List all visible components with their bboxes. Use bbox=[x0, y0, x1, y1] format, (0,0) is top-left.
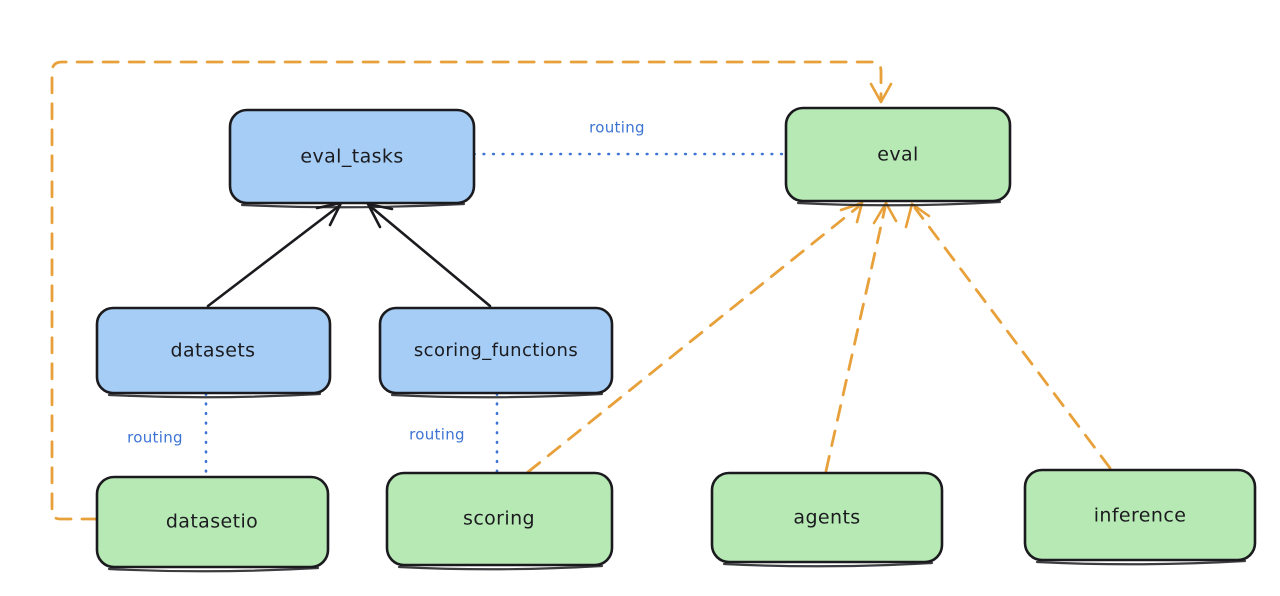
node-inference[interactable]: inference bbox=[1023, 468, 1257, 566]
edge-group-dependency bbox=[50, 60, 1112, 521]
node-label-eval_tasks: eval_tasks bbox=[300, 146, 403, 168]
edge-inference-eval[interactable] bbox=[904, 202, 1112, 470]
node-datasets[interactable]: datasets bbox=[95, 306, 332, 399]
edge-agents-eval[interactable] bbox=[824, 201, 898, 473]
node-datasetio[interactable]: datasetio bbox=[95, 475, 330, 573]
node-eval_tasks[interactable]: eval_tasks bbox=[228, 108, 476, 209]
node-shadow-eval bbox=[796, 200, 1002, 207]
node-box-eval bbox=[784, 106, 1012, 203]
edge-datasetio-eval[interactable] bbox=[50, 60, 893, 521]
node-shadow-datasets bbox=[107, 392, 322, 399]
node-eval[interactable]: eval bbox=[784, 106, 1012, 207]
node-scoring[interactable]: scoring bbox=[385, 471, 614, 571]
node-box-scoring bbox=[385, 471, 614, 567]
node-scoring_functions[interactable]: scoring_functions bbox=[378, 306, 614, 399]
node-shadow-inference bbox=[1035, 559, 1247, 566]
node-label-inference: inference bbox=[1094, 505, 1187, 527]
edge-scoring_functions-eval_tasks[interactable] bbox=[366, 202, 492, 308]
node-label-eval: eval bbox=[877, 144, 918, 166]
edge-scoring-eval[interactable] bbox=[526, 201, 864, 474]
node-box-eval_tasks bbox=[228, 108, 476, 205]
node-shadow-eval_tasks bbox=[240, 202, 466, 209]
node-box-scoring_functions bbox=[378, 306, 614, 395]
edge-group-composition bbox=[206, 201, 492, 308]
edge-label-routing-datasets-datasetio: routing bbox=[127, 429, 183, 447]
node-agents[interactable]: agents bbox=[710, 471, 944, 568]
node-label-datasets: datasets bbox=[171, 340, 256, 362]
node-shadow-scoring_functions bbox=[390, 392, 604, 399]
edge-group-routing bbox=[204, 152, 788, 479]
edge-label-routing-scoring_functions-scoring: routing bbox=[409, 426, 465, 444]
node-shadow-agents bbox=[722, 561, 934, 568]
node-label-datasetio: datasetio bbox=[166, 511, 258, 533]
node-box-agents bbox=[710, 471, 944, 564]
node-box-datasetio bbox=[95, 475, 330, 569]
node-shadow-scoring bbox=[397, 564, 604, 571]
edge-label-group: routing routing routing bbox=[127, 119, 645, 447]
node-label-agents: agents bbox=[793, 507, 860, 529]
node-box-inference bbox=[1023, 468, 1257, 562]
node-label-scoring_functions: scoring_functions bbox=[414, 340, 578, 361]
edge-label-routing-eval_tasks-eval: routing bbox=[589, 119, 645, 137]
edge-datasets-eval_tasks[interactable] bbox=[206, 201, 343, 308]
node-label-scoring: scoring bbox=[463, 508, 535, 530]
node-shadow-datasetio bbox=[107, 566, 320, 573]
node-box-datasets bbox=[95, 306, 332, 395]
